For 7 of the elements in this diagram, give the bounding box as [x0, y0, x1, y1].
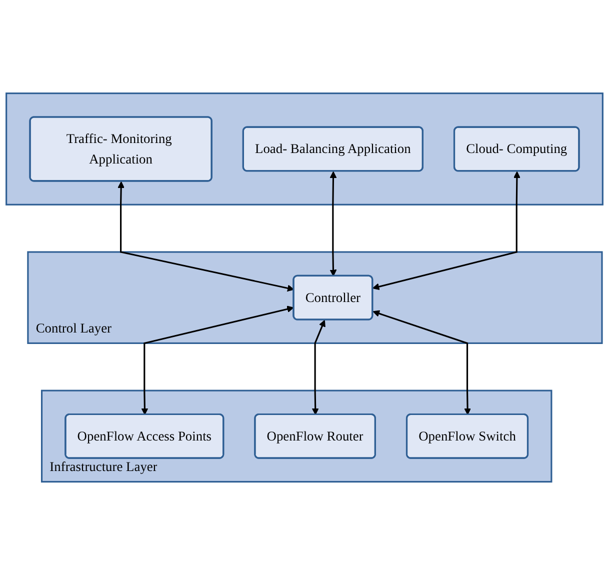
arrow — [330, 172, 337, 277]
arrow — [118, 182, 294, 292]
arrow — [141, 306, 294, 416]
arrow — [312, 320, 326, 416]
cluster — [6, 92, 604, 206]
arrow — [372, 310, 472, 416]
arrow — [372, 172, 520, 290]
